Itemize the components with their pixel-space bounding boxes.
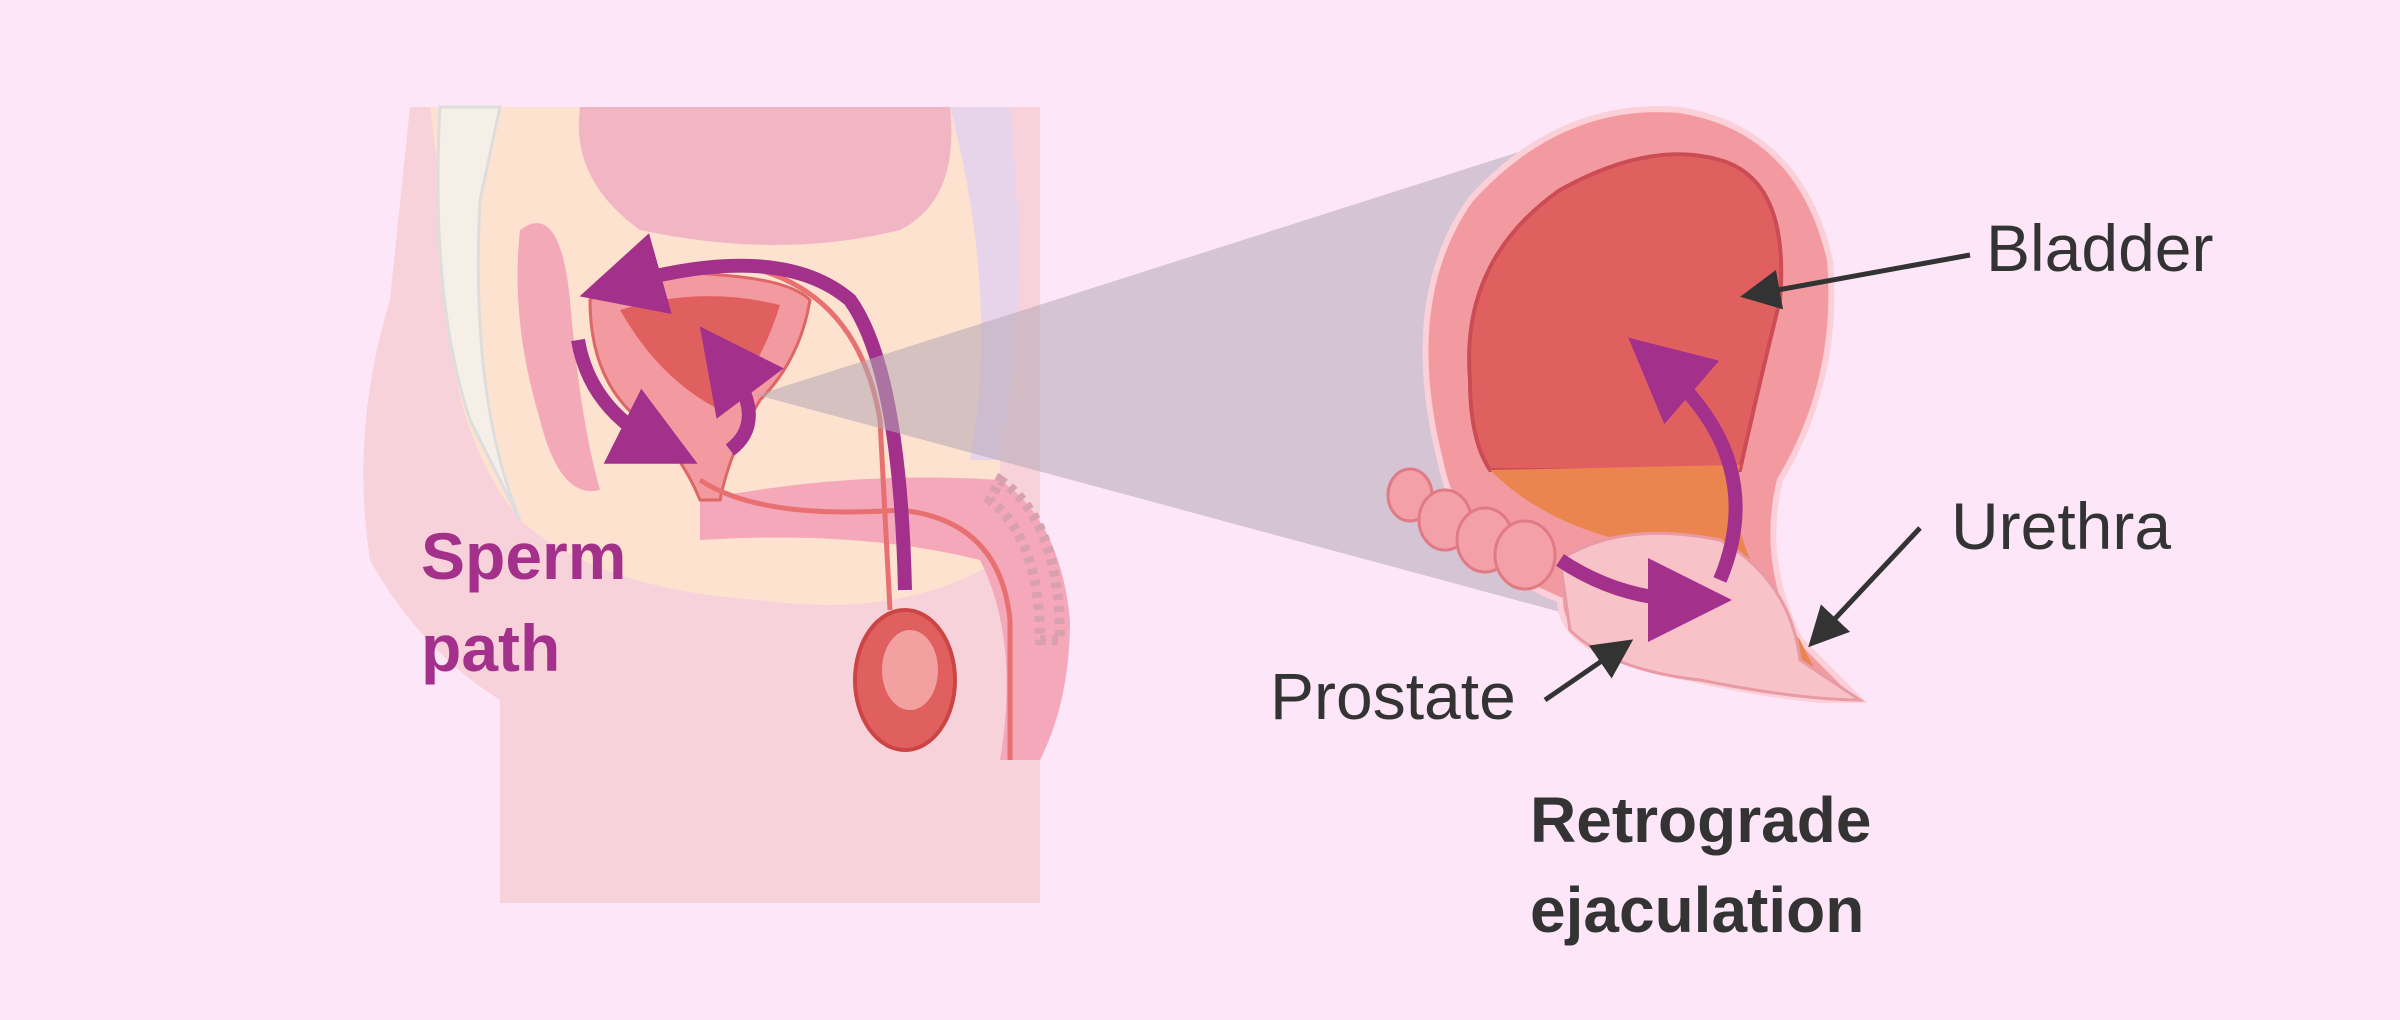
bladder-leader xyxy=(1740,252,1971,310)
prostate-label: Prostate xyxy=(1270,659,1516,733)
magnified-bladder xyxy=(1386,106,1868,703)
prostate-leader xyxy=(1543,639,1634,703)
sperm-path-line1: Sperm xyxy=(421,519,627,593)
urethra-label: Urethra xyxy=(1951,489,2172,563)
diagram-title: Retrograde ejaculation xyxy=(1530,775,1871,955)
bladder-label: Bladder xyxy=(1986,211,2214,285)
male-pelvis-section xyxy=(363,105,1070,903)
title-line1: Retrograde xyxy=(1530,784,1872,856)
title-line2: ejaculation xyxy=(1530,874,1865,946)
urethra-leader xyxy=(1808,526,1922,648)
sperm-path-line2: path xyxy=(421,611,561,685)
sperm-path-caption: Sperm path xyxy=(421,510,626,694)
